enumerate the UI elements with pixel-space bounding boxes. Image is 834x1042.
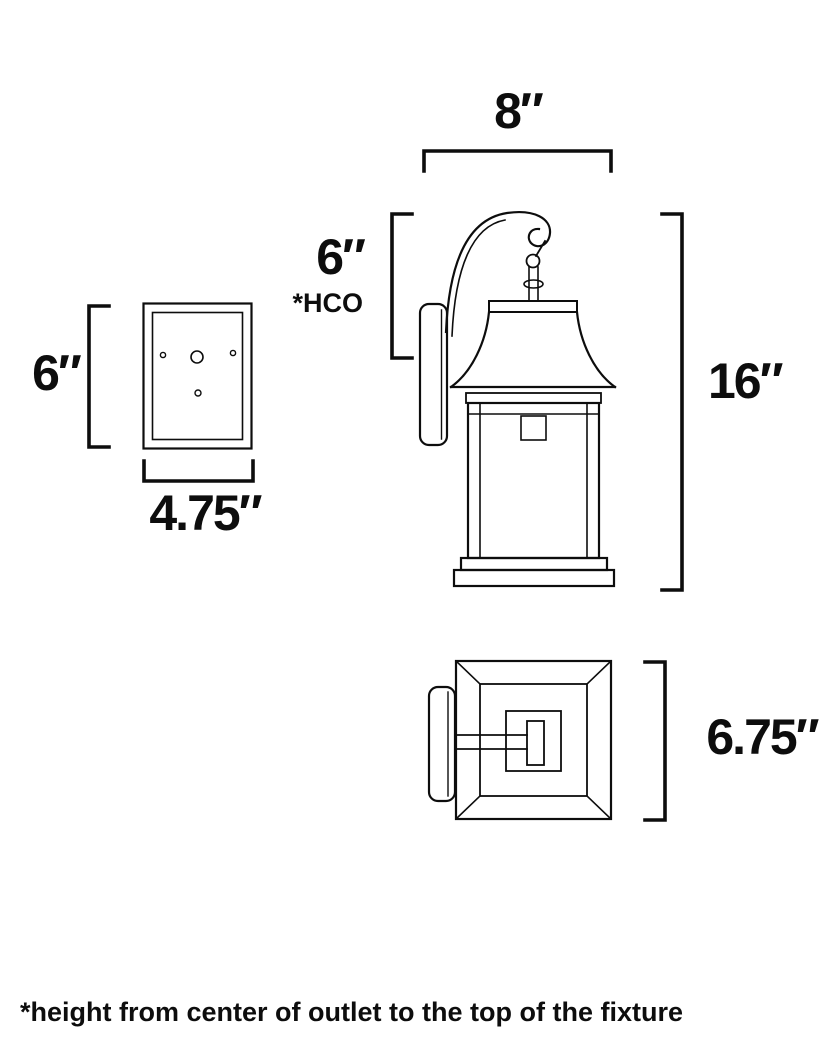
dim-bracket-fixture-height (660, 212, 684, 592)
backplate-front-view (142, 302, 253, 450)
dim-bracket-top-depth (643, 660, 667, 822)
corner-line-bl (454, 794, 482, 821)
mounting-hole-bottom (194, 389, 202, 397)
lantern-side-view (418, 211, 617, 588)
roof-right-curve (575, 310, 617, 389)
dim-bracket-hco-path (390, 212, 414, 360)
label-hco-note: *HCO (292, 288, 363, 318)
mounting-hole-center (190, 350, 204, 364)
top-center-square (505, 710, 562, 772)
lantern-top-view (427, 659, 613, 821)
dim-bracket-plate-height-path (87, 304, 111, 449)
mounting-hole-left (159, 351, 167, 359)
footnote-text: *height from center of outlet to the top… (20, 997, 683, 1027)
scroll-arm-inner (451, 219, 506, 337)
dim-bracket-plate-width-path (142, 459, 255, 483)
finial-loop (525, 253, 541, 269)
top-outer-square (454, 659, 613, 821)
corner-line-tl (454, 659, 482, 686)
mounting-hole-right (229, 349, 237, 357)
label-fixture-height: 16″ (708, 353, 784, 409)
hook-link (534, 239, 547, 258)
finial-collar (523, 279, 544, 289)
label-plate-height: 6″ (32, 345, 82, 401)
wall-plate-side (418, 302, 449, 447)
scroll-arm-outer (444, 211, 552, 334)
label-hco-value: 6″ (316, 229, 366, 285)
corner-line-br (585, 794, 613, 821)
roof-cap (488, 300, 578, 313)
backplate-inner (151, 311, 244, 441)
wall-plate-top (427, 685, 457, 803)
dim-bracket-hco (390, 212, 414, 360)
dim-bracket-fixture-height-path (660, 212, 684, 592)
body-rim (465, 392, 602, 404)
base-lower (452, 568, 616, 588)
socket (520, 415, 547, 441)
corner-line-tr (585, 659, 613, 686)
dim-bracket-plate-width (142, 459, 255, 483)
dim-bracket-top-width (422, 149, 613, 173)
top-arm-cross (526, 720, 545, 766)
dim-bracket-plate-height (87, 304, 111, 449)
label-plate-width: 4.75″ (149, 485, 262, 541)
base-upper (459, 556, 609, 572)
top-inner-square (479, 683, 588, 797)
label-top-depth: 6.75″ (706, 709, 819, 765)
roof-left-curve (449, 310, 491, 389)
dim-bracket-top-depth-path (643, 660, 667, 822)
dim-bracket-top-width-path (422, 149, 613, 173)
backplate-outer (142, 302, 253, 450)
label-top-width: 8″ (494, 83, 544, 139)
lantern-body (466, 401, 601, 560)
